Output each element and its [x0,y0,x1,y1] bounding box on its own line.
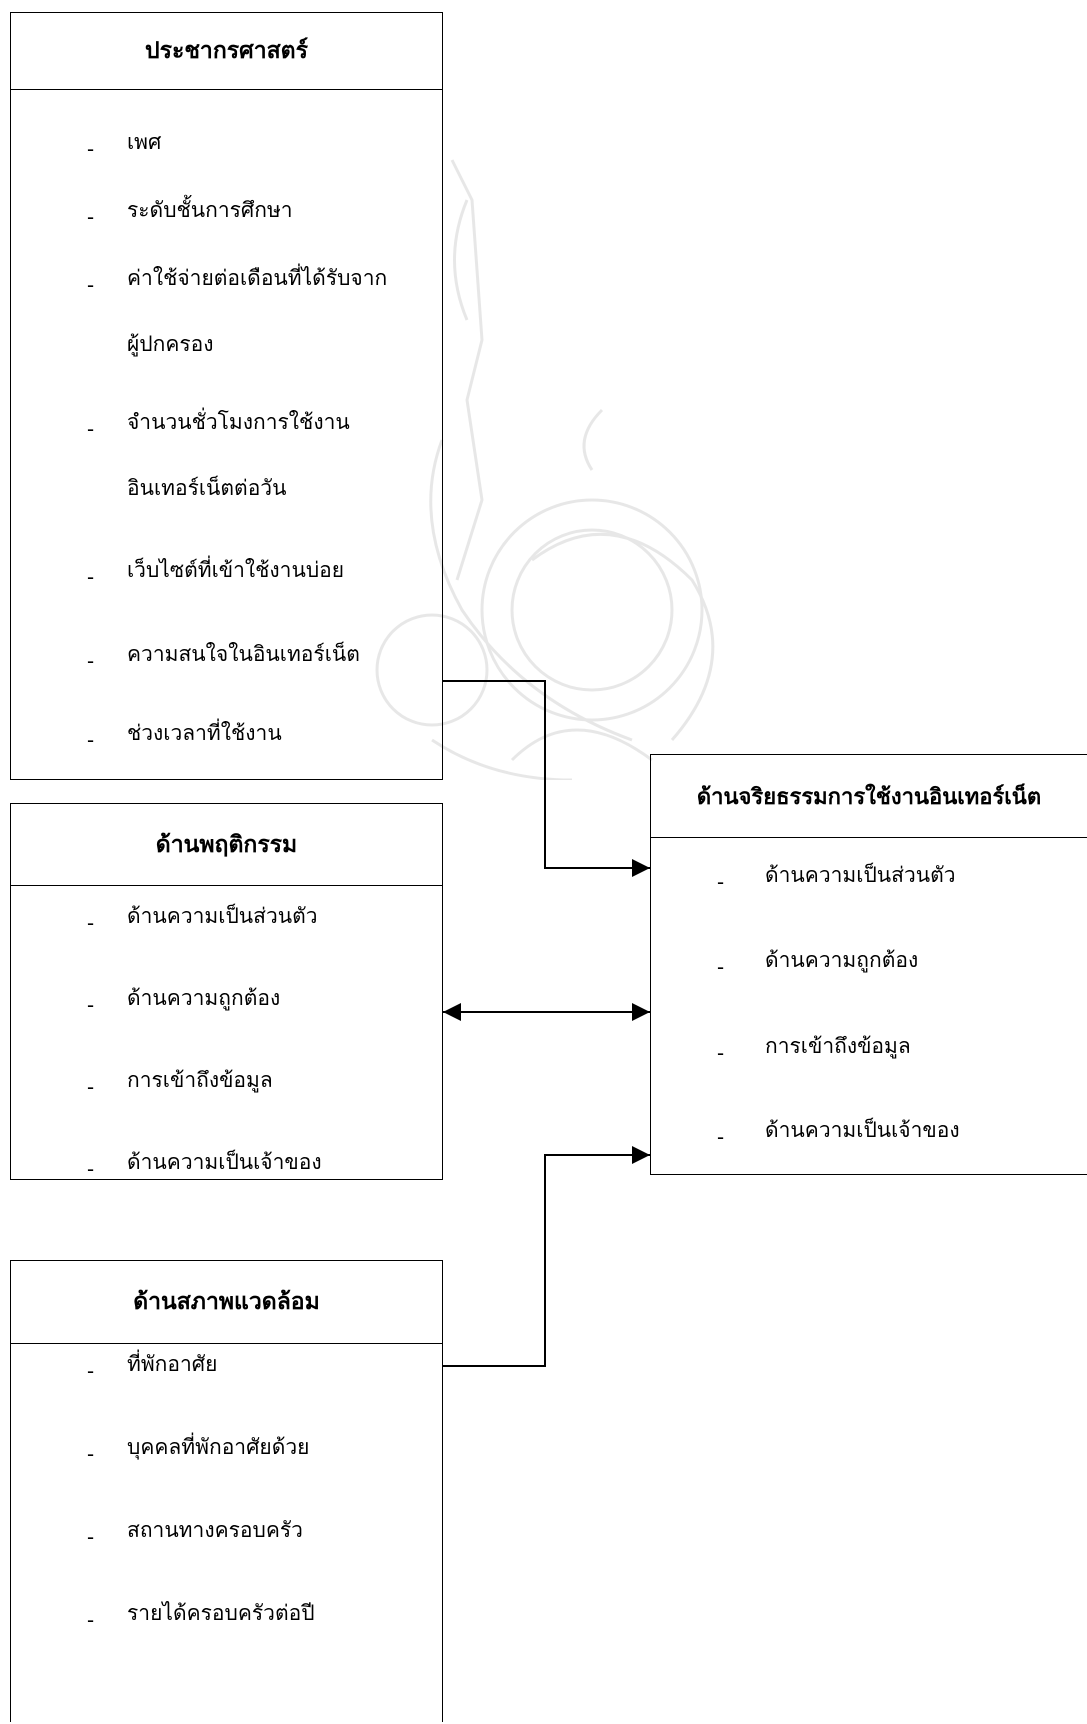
dash-marker: - [87,649,95,673]
dash-marker: - [87,137,95,161]
list-item: ความสนใจในอินเทอร์เน็ต [127,642,360,666]
dash-marker: - [87,1442,95,1466]
dash-marker: - [87,1075,95,1099]
dash-marker: - [87,205,95,229]
ethics-title: ด้านจริยธรรมการใช้งานอินเทอร์เน็ต [651,755,1087,838]
dash-marker: - [87,273,95,297]
dash-marker: - [87,993,95,1017]
dash-marker: - [717,1125,725,1149]
dash-marker: - [87,1359,95,1383]
dash-marker: - [87,1608,95,1632]
connector-environment-to-ethics [443,1146,650,1367]
list-item: ด้านความเป็นส่วนตัว [765,863,956,887]
list-item: ช่วงเวลาที่ใช้งาน [127,721,282,745]
list-item: ระดับชั้นการศึกษา [127,198,293,222]
list-item: บุคคลที่พักอาศัยด้วย [127,1435,310,1459]
list-item: สถานทางครอบครัว [127,1518,303,1542]
dash-marker: - [87,417,95,441]
list-item: รายได้ครอบครัวต่อปี [127,1601,315,1625]
dash-marker: - [87,565,95,589]
list-item: ด้านความเป็นเจ้าของ [127,1150,322,1174]
demographics-box: ประชากรศาสตร์ - เพศ - ระดับชั้นการศึกษา … [10,12,443,780]
list-item: ด้านความเป็นส่วนตัว [127,904,318,928]
list-item: ด้านความถูกต้อง [765,948,919,972]
demographics-title: ประชากรศาสตร์ [11,13,442,90]
environment-box: ด้านสภาพแวดล้อม - ที่พักอาศัย - บุคคลที่… [10,1260,443,1722]
dash-marker: - [717,1041,725,1065]
list-item: ที่พักอาศัย [127,1352,218,1376]
dash-marker: - [87,1525,95,1549]
list-item: ค่าใช้จ่ายต่อเดือนที่ได้รับจาก [127,266,388,290]
dash-marker: - [87,1157,95,1181]
behavior-box: ด้านพฤติกรรม - ด้านความเป็นส่วนตัว - ด้า… [10,803,443,1181]
ethics-box: ด้านจริยธรรมการใช้งานอินเทอร์เน็ต - ด้าน… [650,754,1087,1175]
list-item: เว็บไซต์ที่เข้าใช้งานบ่อย [127,558,345,582]
dash-marker: - [717,870,725,894]
list-item: อินเทอร์เน็ตต่อวัน [127,476,287,500]
list-item: การเข้าถึงข้อมูล [127,1068,273,1092]
list-item: จำนวนชั่วโมงการใช้งาน [127,410,350,434]
list-item: ผู้ปกครอง [127,332,214,356]
list-item: การเข้าถึงข้อมูล [765,1034,911,1058]
dash-marker: - [717,955,725,979]
list-item: ด้านความเป็นเจ้าของ [765,1118,960,1142]
dash-marker: - [87,911,95,935]
behavior-title: ด้านพฤติกรรม [11,804,442,886]
connector-demographics-to-ethics [443,680,650,877]
dash-marker: - [87,728,95,752]
environment-title: ด้านสภาพแวดล้อม [11,1261,442,1344]
list-item: เพศ [127,130,162,154]
list-item: ด้านความถูกต้อง [127,986,281,1010]
